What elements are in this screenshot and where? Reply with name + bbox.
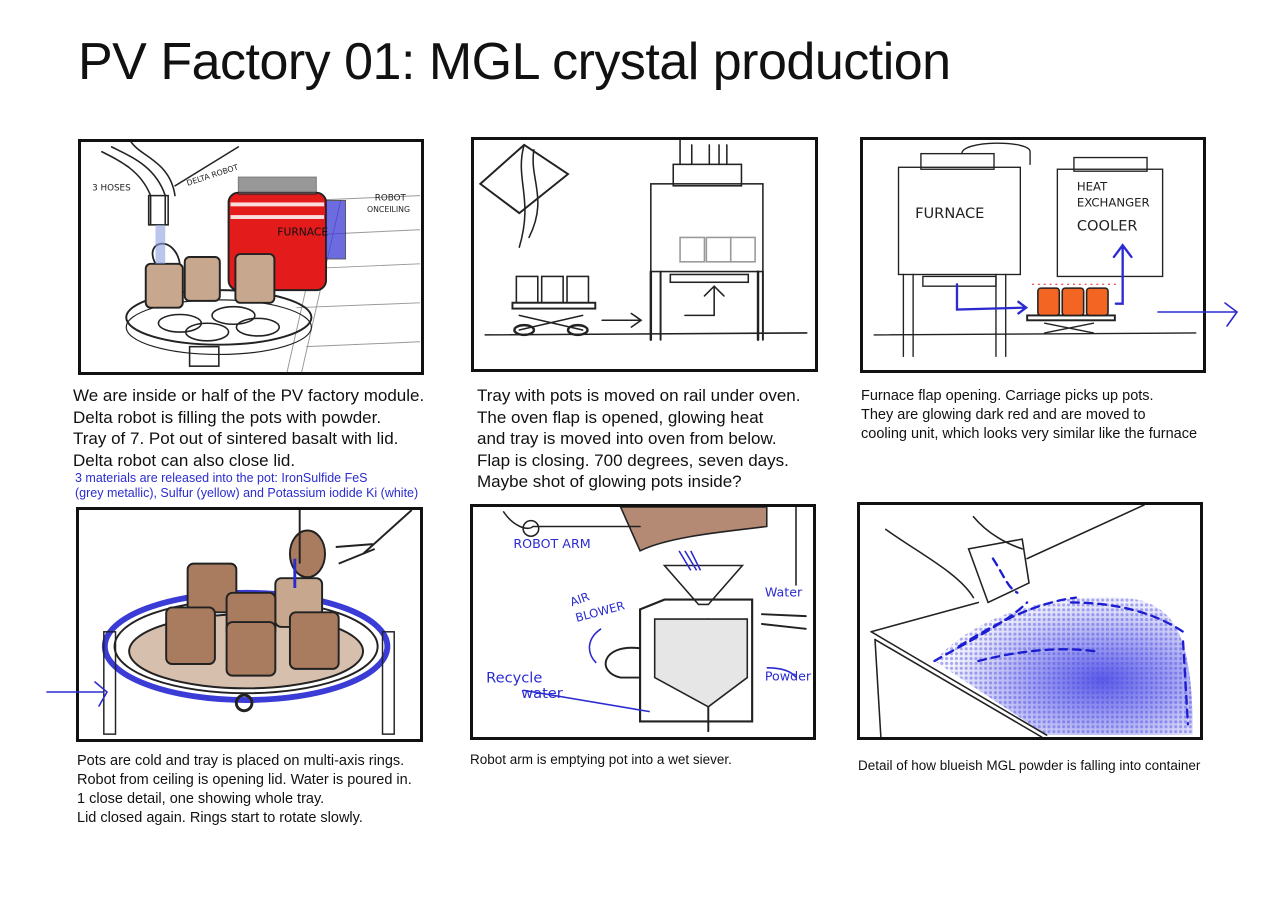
page-title: PV Factory 01: MGL crystal production xyxy=(78,33,951,91)
caption-line: Detail of how blueish MGL powder is fall… xyxy=(858,758,1201,773)
sketch-pots-on-rotating-rings xyxy=(101,510,413,735)
label-recycle-water: water xyxy=(521,685,563,702)
panel-4-caption: Pots are cold and tray is placed on mult… xyxy=(77,752,412,828)
label-robot-arm: ROBOT ARM xyxy=(513,536,590,551)
note-line: 3 materials are released into the pot: I… xyxy=(75,471,368,485)
caption-line: 1 close detail, one showing whole tray. xyxy=(77,791,325,807)
label-cooler: COOLER xyxy=(1077,218,1138,235)
panel-3-caption: Furnace flap opening. Carriage picks up … xyxy=(861,387,1197,444)
caption-line: and tray is moved into oven from below. xyxy=(477,429,777,448)
caption-line: Lid closed again. Rings start to rotate … xyxy=(77,810,363,826)
panel-2-caption: Tray with pots is moved on rail under ov… xyxy=(477,385,800,493)
sketch-mgl-powder-falling xyxy=(870,505,1193,737)
panel-5-caption: Robot arm is emptying pot into a wet sie… xyxy=(470,750,732,769)
panel-1-caption: We are inside or half of the PV factory … xyxy=(73,385,424,471)
caption-line: They are glowing dark red and are moved … xyxy=(861,407,1146,423)
label-robot: ROBOT xyxy=(375,193,407,203)
label-powder: Powder xyxy=(765,668,812,683)
caption-line: Tray of 7. Pot out of sintered basalt wi… xyxy=(73,429,399,448)
label-3-hoses: 3 HOSES xyxy=(92,184,131,194)
caption-line: cooling unit, which looks very similar l… xyxy=(861,426,1198,442)
sketch-tray-moving-under-oven xyxy=(478,140,808,341)
sketch-wet-siever: ROBOT ARM AIR BLOWER Water Recycle water… xyxy=(486,507,812,733)
note-line: (grey metallic), Sulfur (yellow) and Pot… xyxy=(75,486,419,500)
rotation-arrow-icon xyxy=(46,681,109,707)
label-water: Water xyxy=(765,585,803,600)
storyboard-panel-1: FURNACE 3 HOSES DELTA ROBOT ROBOT ONCEIL… xyxy=(78,139,424,375)
sketch-furnace-to-cooler: FURNACE HEAT EXCHANGER COOLER xyxy=(873,142,1197,358)
caption-line: Robot from ceiling is opening lid. Water… xyxy=(77,772,412,788)
caption-line: We are inside or half of the PV factory … xyxy=(73,386,425,405)
exit-arrow-icon xyxy=(1157,302,1239,327)
caption-line: Flap is closing. 700 degrees, seven days… xyxy=(477,450,789,470)
label-onceiling: ONCEILING xyxy=(367,205,410,214)
panel-6-caption: Detail of how blueish MGL powder is fall… xyxy=(858,756,1200,775)
storyboard-panel-2 xyxy=(471,137,818,372)
caption-line: Pots are cold and tray is placed on mult… xyxy=(77,753,405,769)
caption-line: The oven flap is opened, glowing heat xyxy=(477,407,764,427)
caption-line: Maybe shot of glowing pots inside? xyxy=(477,472,742,491)
caption-line: Tray with pots is moved on rail under ov… xyxy=(477,386,801,405)
caption-line: Furnace flap opening. Carriage picks up … xyxy=(861,388,1154,404)
label-exchanger: EXCHANGER xyxy=(1077,195,1150,209)
caption-line: Delta robot is filling the pots with pow… xyxy=(73,407,382,427)
label-heat: HEAT xyxy=(1077,180,1108,194)
caption-line: Delta robot can also close lid. xyxy=(73,450,296,470)
sketch-delta-robot-filling-pots: FURNACE 3 HOSES DELTA ROBOT ROBOT ONCEIL… xyxy=(92,142,421,372)
label-recycle: Recycle xyxy=(486,669,542,686)
panel-1-materials-note: 3 materials are released into the pot: I… xyxy=(75,471,418,501)
caption-line: Robot arm is emptying pot into a wet sie… xyxy=(470,752,732,767)
storyboard-panel-4 xyxy=(76,507,423,742)
storyboard-panel-3: FURNACE HEAT EXCHANGER COOLER xyxy=(860,137,1206,373)
label-furnace: FURNACE xyxy=(915,205,984,222)
storyboard-panel-5: ROBOT ARM AIR BLOWER Water Recycle water… xyxy=(470,504,816,740)
label-furnace: FURNACE xyxy=(277,226,328,239)
storyboard-panel-6 xyxy=(857,502,1203,740)
label-air: AIR xyxy=(568,589,591,609)
